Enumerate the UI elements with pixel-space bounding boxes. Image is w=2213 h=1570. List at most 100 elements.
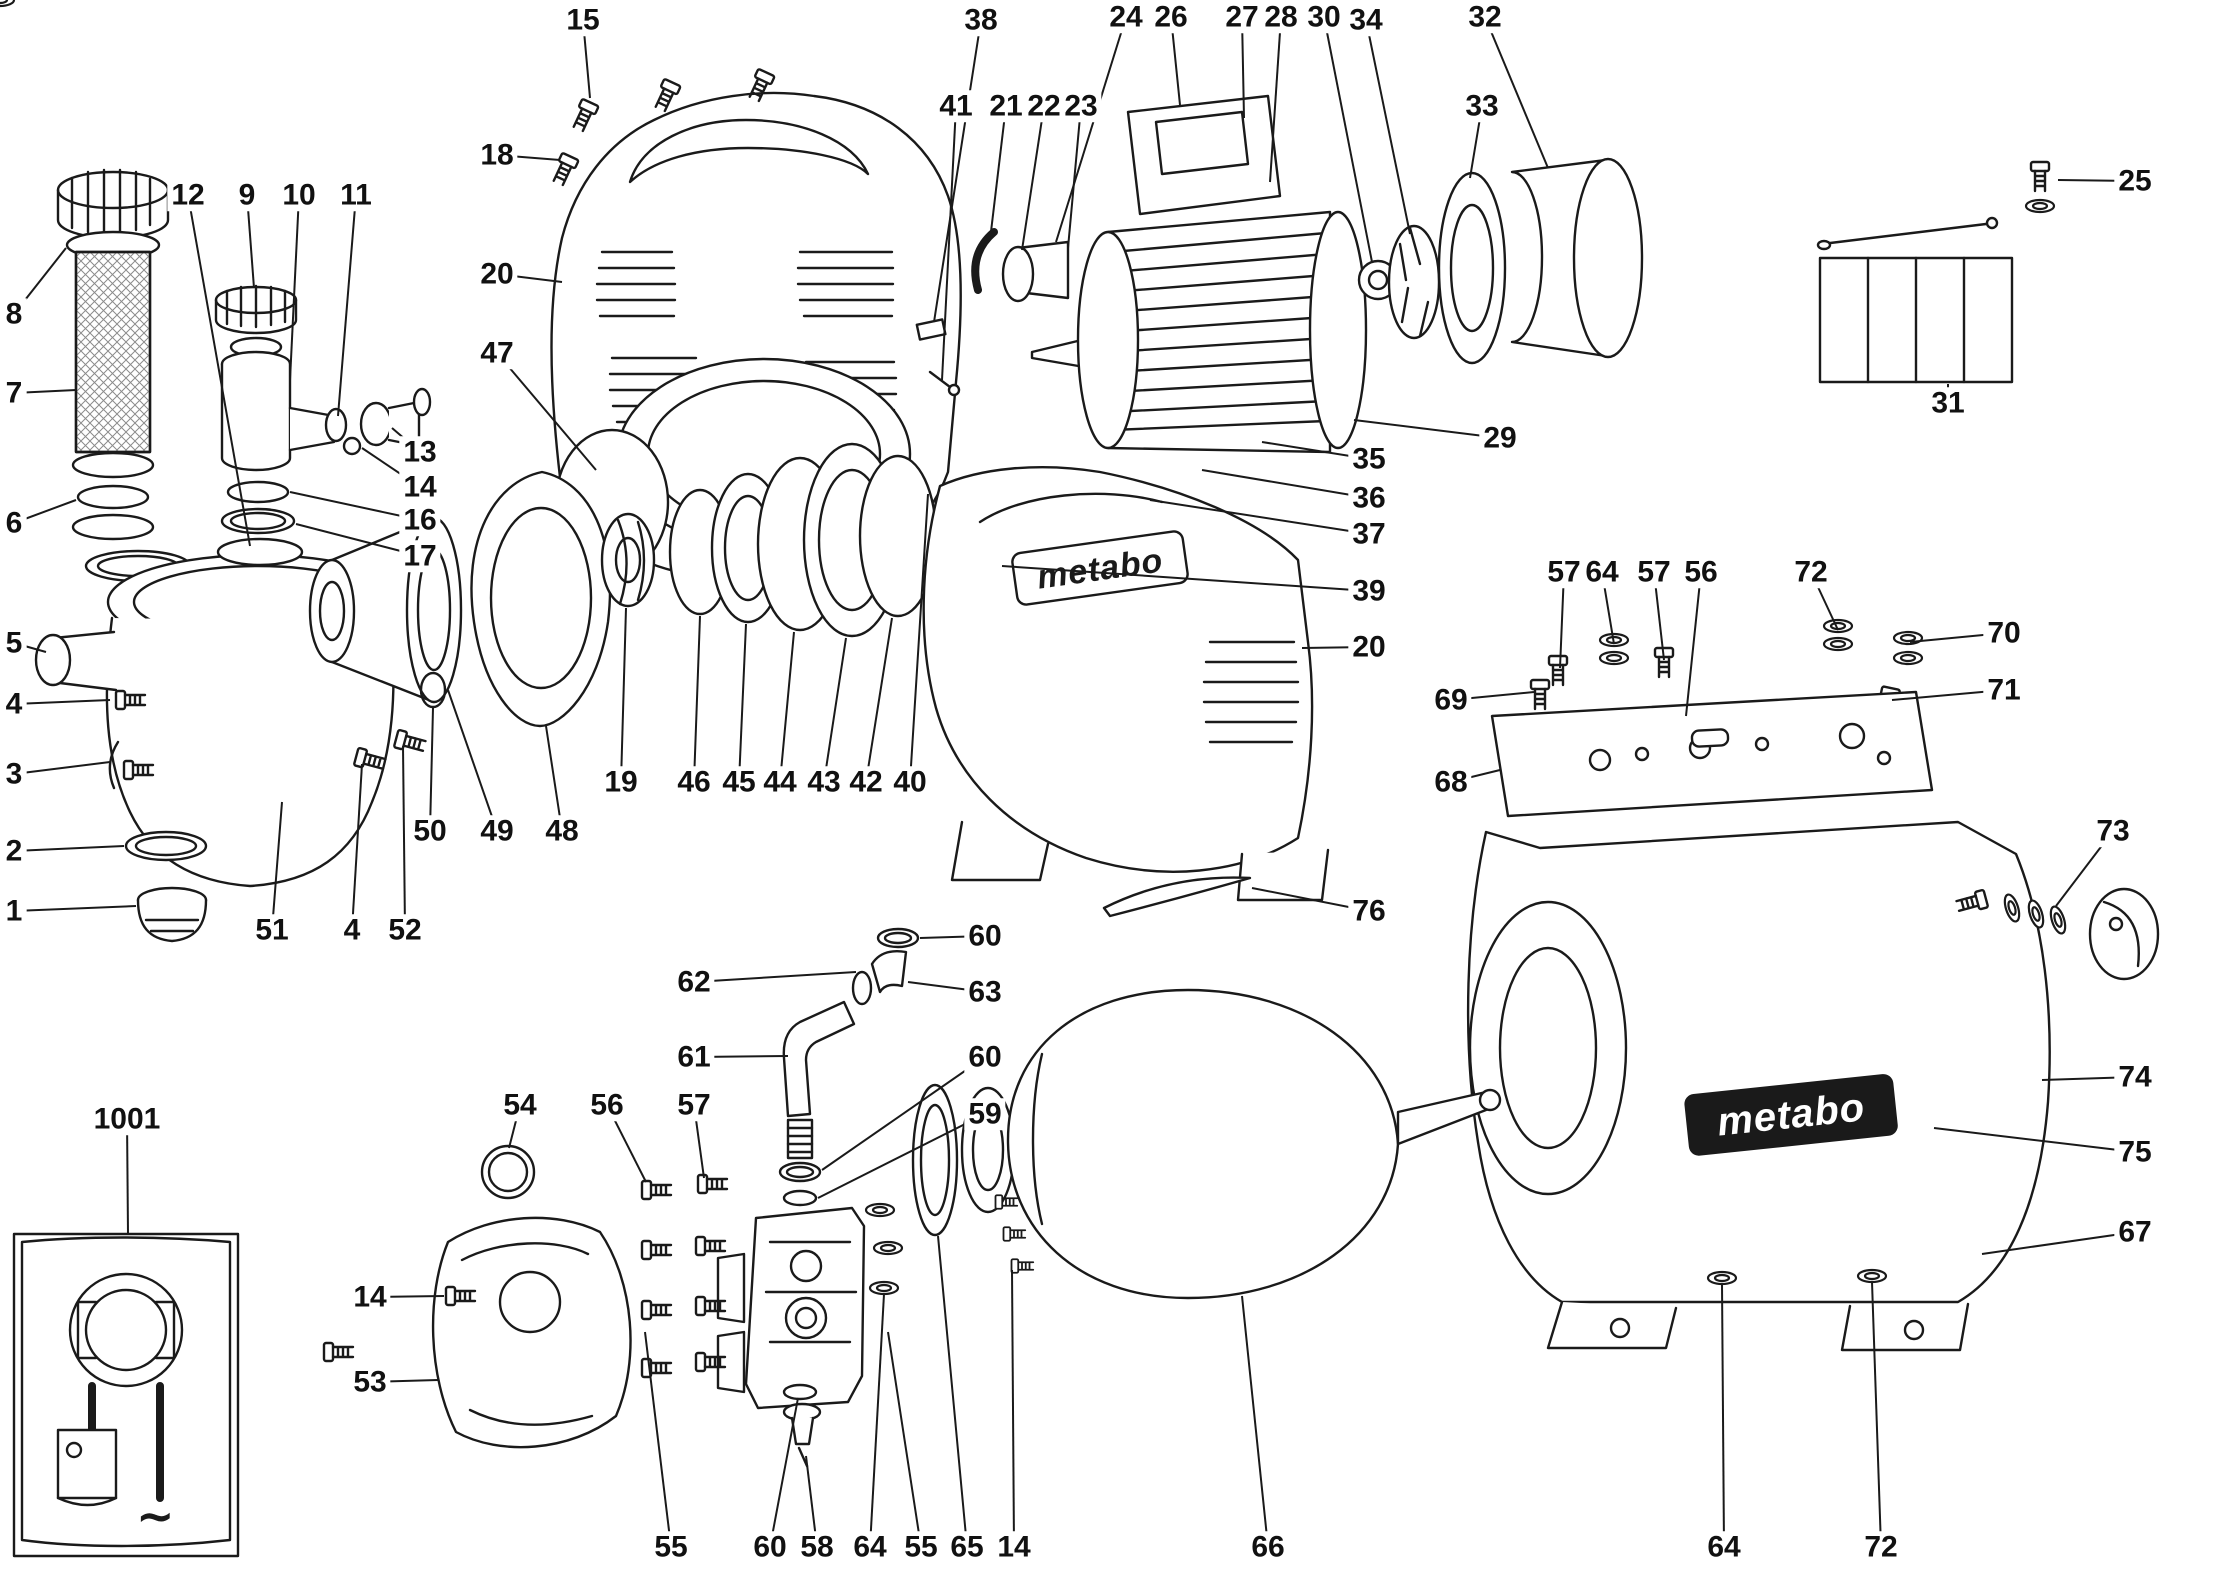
leader-line-1-60	[13, 905, 137, 912]
leader-line-21-10	[989, 105, 1007, 241]
part-number-45: 45	[718, 766, 760, 798]
leader-line-39-34	[1001, 565, 1370, 592]
leader-line-37-32	[1149, 499, 1370, 535]
leader-line-29-29	[1353, 419, 1501, 439]
leader-line-23-12	[1067, 105, 1082, 249]
part-number-8: 8	[1, 298, 27, 330]
part-number-60: 60	[964, 1041, 1006, 1073]
leader-line-41-9	[941, 105, 957, 381]
part-number-64: 64	[1581, 556, 1623, 588]
filter-cartridge	[214, 284, 348, 567]
part-number-75: 75	[2114, 1136, 2156, 1168]
leader-line-67-77	[1981, 1231, 2136, 1255]
part-number-46: 46	[673, 766, 715, 798]
part-number-20: 20	[1348, 631, 1390, 663]
part-number-30: 30	[1303, 1, 1345, 33]
part-number-25: 25	[2114, 165, 2156, 197]
part-number-41: 41	[935, 90, 977, 122]
installation-inset: ~	[12, 1232, 240, 1558]
leader-line-4-37	[13, 699, 111, 705]
part-number-69: 69	[1430, 684, 1472, 716]
leader-line-32-8	[1484, 16, 1549, 169]
part-number-35: 35	[1348, 443, 1390, 475]
part-number-39: 39	[1348, 575, 1390, 607]
leader-line-27-4	[1241, 16, 1245, 119]
leader-line-16-27	[289, 491, 421, 521]
leader-line-66-87	[1241, 1295, 1269, 1548]
leader-line-24-2	[1055, 16, 1127, 243]
part-number-9: 9	[234, 179, 260, 211]
suction-filter	[56, 168, 192, 583]
leader-line-22-11	[1021, 105, 1045, 251]
ac-symbol: ~	[136, 1489, 175, 1543]
part-number-4: 4	[1, 688, 27, 720]
part-number-22: 22	[1023, 90, 1065, 122]
part-number-56: 56	[1680, 556, 1722, 588]
leader-line-56-41	[1685, 571, 1702, 717]
part-number-55: 55	[900, 1531, 942, 1563]
part-number-65: 65	[946, 1531, 988, 1563]
part-number-74: 74	[2114, 1061, 2156, 1093]
part-number-57: 57	[1633, 556, 1675, 588]
leader-line-4-62	[351, 763, 363, 931]
leader-line-60-81	[769, 1397, 799, 1548]
part-number-31: 31	[1927, 387, 1969, 419]
part-number-18: 18	[476, 139, 518, 171]
leader-line-34-7	[1365, 19, 1411, 235]
leader-line-1001-76	[126, 1118, 129, 1235]
part-number-16: 16	[399, 504, 441, 536]
leader-line-52-63	[402, 745, 406, 931]
leader-line-14-86	[1011, 1269, 1015, 1548]
part-number-20: 20	[476, 258, 518, 290]
lower-housing: metabo	[922, 465, 1330, 902]
part-number-48: 48	[541, 815, 583, 847]
part-number-3: 3	[1, 758, 27, 790]
leader-line-28-5	[1269, 16, 1282, 183]
part-number-14: 14	[399, 471, 441, 503]
leader-line-12-16	[187, 194, 251, 547]
part-number-68: 68	[1430, 766, 1472, 798]
part-number-43: 43	[803, 766, 845, 798]
part-number-58: 58	[796, 1531, 838, 1563]
leader-line-57-38	[1559, 571, 1565, 669]
leader-line-62-66	[693, 971, 857, 983]
part-number-4: 4	[339, 914, 365, 946]
leader-line-55-84	[887, 1331, 922, 1548]
leader-line-30-6	[1323, 16, 1373, 263]
leader-line-47-23	[496, 352, 597, 471]
part-number-60: 60	[964, 920, 1006, 952]
part-number-11: 11	[336, 179, 376, 211]
part-number-12: 12	[167, 179, 209, 211]
part-number-29: 29	[1479, 422, 1521, 454]
part-number-42: 42	[845, 766, 887, 798]
part-number-34: 34	[1345, 4, 1387, 36]
tank-assembly: metabo	[1466, 618, 2051, 1352]
part-number-23: 23	[1060, 90, 1102, 122]
leader-line-2-55	[13, 845, 125, 852]
leader-line-40-54	[909, 493, 929, 783]
part-number-15: 15	[562, 4, 604, 36]
part-number-63: 63	[964, 976, 1006, 1008]
part-number-71: 71	[1983, 674, 2025, 706]
part-number-32: 32	[1464, 1, 1506, 33]
part-number-57: 57	[1543, 556, 1585, 588]
rod-panel-inset	[1816, 160, 2056, 384]
motor-assembly	[971, 94, 1644, 454]
part-number-49: 49	[476, 815, 518, 847]
leader-line-45-50	[738, 623, 747, 783]
part-number-40: 40	[889, 766, 931, 798]
leader-line-48-58	[545, 725, 563, 832]
part-number-64: 64	[849, 1531, 891, 1563]
leader-line-44-51	[779, 631, 795, 783]
leader-line-65-85	[937, 1235, 968, 1548]
leader-line-75-72	[1933, 1127, 2136, 1153]
part-number-2: 2	[1, 835, 27, 867]
leader-line-64-88	[1721, 1283, 1725, 1548]
leader-line-11-19	[337, 194, 357, 417]
part-number-60: 60	[749, 1531, 791, 1563]
part-number-17: 17	[399, 540, 441, 572]
leader-line-10-18	[289, 194, 300, 381]
part-number-72: 72	[1790, 556, 1832, 588]
